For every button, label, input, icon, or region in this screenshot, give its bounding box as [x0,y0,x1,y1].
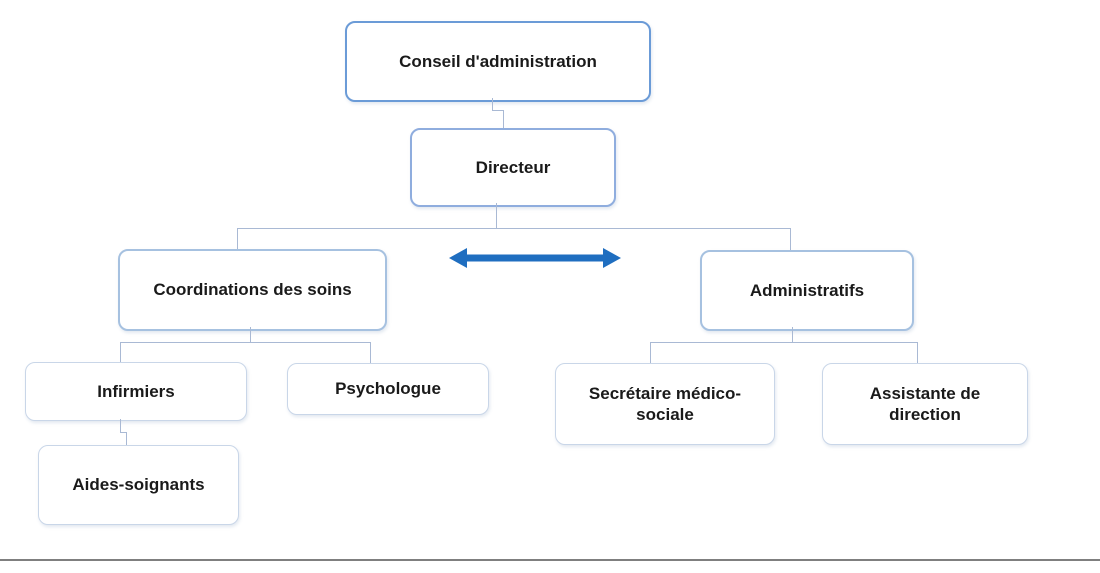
node-label: Secrétaire médico-sociale [588,383,742,424]
connector-infirmiers-aides-v2 [126,432,127,448]
node-label: Directeur [475,157,551,177]
bottom-divider [0,559,1100,561]
connector-conseil-directeur-h [492,110,504,111]
connector-admin-rail [650,342,918,343]
node-assistante-de-direction: Assistante de direction [822,363,1028,445]
connector-admin-stub [792,327,793,342]
node-coordinations-des-soins: Coordinations des soins [118,249,387,331]
connector-drop-assistante [917,342,918,363]
node-psychologue: Psychologue [287,363,489,415]
node-conseil-administration: Conseil d'administration [345,21,651,102]
node-label: Aides-soignants [72,475,205,495]
double-arrow-icon [449,248,621,268]
node-aides-soignants: Aides-soignants [38,445,239,525]
connector-drop-administratifs [790,228,791,250]
node-administratifs: Administratifs [700,250,914,331]
connector-drop-psychologue [370,342,371,363]
node-secretaire-medico-sociale: Secrétaire médico-sociale [555,363,775,445]
connector-directeur-stub [496,203,497,228]
node-directeur: Directeur [410,128,616,207]
connector-conseil-directeur-v2 [503,110,504,128]
node-label: Psychologue [335,379,441,399]
node-infirmiers: Infirmiers [25,362,247,421]
node-label: Assistante de direction [869,383,981,424]
node-label: Administratifs [749,280,865,300]
connector-drop-infirmiers [120,342,121,362]
connector-care-stub [250,327,251,342]
node-label: Conseil d'administration [399,51,597,71]
connector-main-rail [237,228,791,229]
node-label: Coordinations des soins [153,280,352,300]
connector-conseil-directeur-v1 [492,98,493,111]
connector-drop-coordinations [237,228,238,249]
connector-care-rail [120,342,371,343]
connector-infirmiers-aides-v1 [120,419,121,433]
node-label: Infirmiers [97,381,175,401]
connector-infirmiers-aides-h [120,432,127,433]
connector-drop-secretaire [650,342,651,363]
